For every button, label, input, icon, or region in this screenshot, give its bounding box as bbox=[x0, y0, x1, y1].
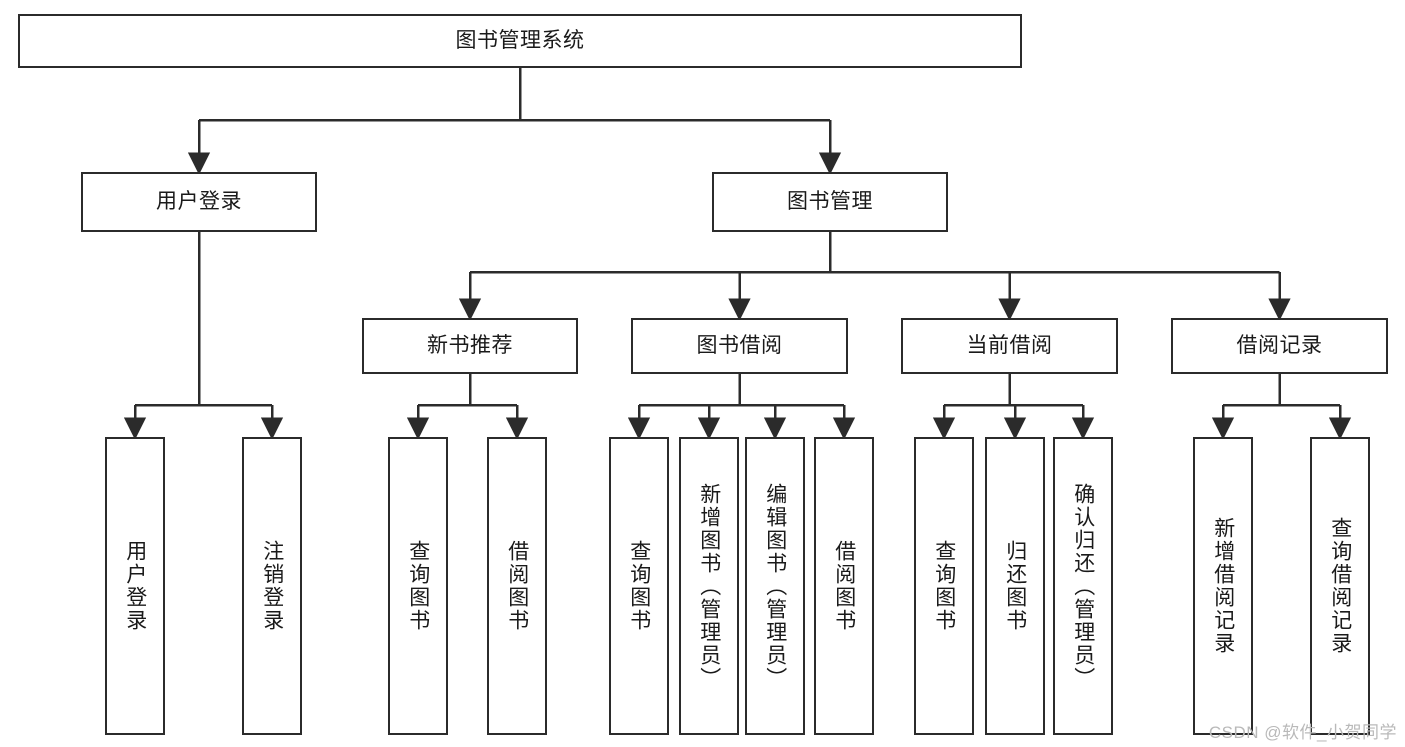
node-label-user-login: 用户登录 bbox=[156, 189, 242, 213]
node-user-login[interactable]: 用户登录 bbox=[81, 172, 317, 232]
node-book-manage[interactable]: 图书管理 bbox=[712, 172, 948, 232]
node-new-book-rec[interactable]: 新书推荐 bbox=[362, 318, 578, 374]
node-label-current-borrow: 当前借阅 bbox=[966, 333, 1053, 357]
node-leaf-logout[interactable]: 注销登录 bbox=[242, 437, 302, 735]
node-label-new-book-rec: 新书推荐 bbox=[427, 333, 513, 357]
node-label-leaf-confirm-return: 确认归还（管理员） bbox=[1071, 482, 1095, 690]
node-label-leaf-query-book-rec: 查询图书 bbox=[406, 540, 430, 632]
node-leaf-add-record[interactable]: 新增借阅记录 bbox=[1193, 437, 1253, 735]
node-label-leaf-query-record: 查询借阅记录 bbox=[1328, 517, 1352, 655]
node-label-leaf-add-record: 新增借阅记录 bbox=[1211, 517, 1235, 655]
node-label-book-manage: 图书管理 bbox=[787, 189, 873, 213]
node-label-leaf-logout: 注销登录 bbox=[260, 540, 284, 632]
node-leaf-borrow-book[interactable]: 借阅图书 bbox=[814, 437, 874, 735]
node-label-borrow-record: 借阅记录 bbox=[1236, 333, 1323, 357]
node-leaf-query-book-rec[interactable]: 查询图书 bbox=[388, 437, 448, 735]
node-current-borrow[interactable]: 当前借阅 bbox=[901, 318, 1118, 374]
node-leaf-query-book-cur[interactable]: 查询图书 bbox=[914, 437, 974, 735]
node-leaf-edit-book[interactable]: 编辑图书（管理员） bbox=[745, 437, 805, 735]
node-label-leaf-user-login: 用户登录 bbox=[123, 540, 147, 632]
node-label-leaf-borrow-book: 借阅图书 bbox=[832, 540, 856, 632]
node-label-book-borrow: 图书借阅 bbox=[696, 333, 783, 357]
connector-lines bbox=[123, 68, 1352, 440]
node-label-leaf-query-book-borrow: 查询图书 bbox=[627, 540, 651, 632]
node-label-leaf-query-book-cur: 查询图书 bbox=[932, 540, 956, 632]
node-leaf-borrow-book-rec[interactable]: 借阅图书 bbox=[487, 437, 547, 735]
node-book-borrow[interactable]: 图书借阅 bbox=[631, 318, 848, 374]
node-leaf-confirm-return[interactable]: 确认归还（管理员） bbox=[1053, 437, 1113, 735]
node-leaf-return-book[interactable]: 归还图书 bbox=[985, 437, 1045, 735]
watermark: CSDN @软件_小贺同学 bbox=[1208, 723, 1397, 742]
node-label-root: 图书管理系统 bbox=[455, 28, 585, 52]
node-leaf-query-book-borrow[interactable]: 查询图书 bbox=[609, 437, 669, 735]
node-borrow-record[interactable]: 借阅记录 bbox=[1171, 318, 1388, 374]
node-leaf-query-record[interactable]: 查询借阅记录 bbox=[1310, 437, 1370, 735]
node-leaf-add-book[interactable]: 新增图书（管理员） bbox=[679, 437, 739, 735]
node-label-leaf-borrow-book-rec: 借阅图书 bbox=[505, 540, 529, 632]
node-label-leaf-add-book: 新增图书（管理员） bbox=[697, 482, 721, 690]
node-label-leaf-return-book: 归还图书 bbox=[1003, 540, 1027, 632]
node-label-leaf-edit-book: 编辑图书（管理员） bbox=[763, 482, 787, 690]
node-leaf-user-login[interactable]: 用户登录 bbox=[105, 437, 165, 735]
node-root[interactable]: 图书管理系统 bbox=[18, 14, 1022, 68]
